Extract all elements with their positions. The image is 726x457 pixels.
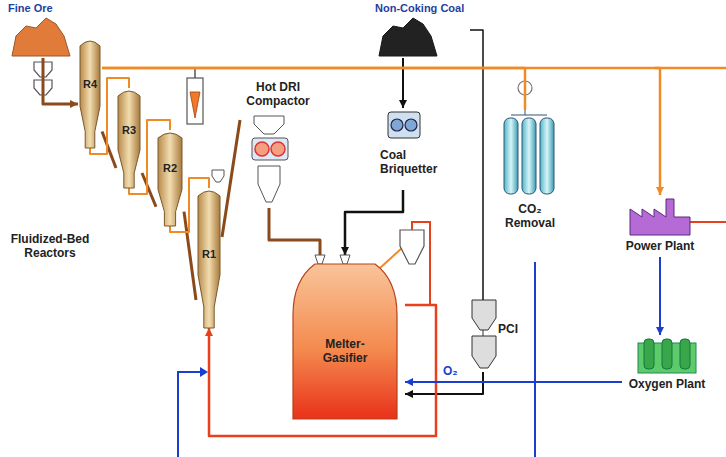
utility-flow — [659, 257, 661, 335]
gas-line — [534, 262, 536, 457]
unit-label: Power Plant — [612, 239, 708, 253]
roller — [255, 142, 269, 156]
dri-flow — [222, 120, 240, 237]
node-shape — [498, 110, 562, 260]
reactor-vessel — [118, 91, 140, 188]
material-label: Non-Coking Coal — [375, 2, 470, 15]
absorber-tank — [522, 118, 536, 194]
feeder — [315, 255, 325, 264]
unit-label: CO₂ Removal — [498, 202, 562, 231]
oxygen-flow — [405, 381, 622, 383]
material-pile — [379, 18, 437, 56]
gas-line — [178, 372, 200, 457]
arrow-head — [200, 367, 208, 377]
reactor-vessel — [80, 41, 100, 148]
material-pile — [12, 18, 70, 56]
ore-flow — [43, 58, 78, 104]
feeder — [340, 255, 350, 264]
reactor: R3 — [116, 88, 142, 188]
raw-material-pile: Non-Coking Coal — [375, 2, 470, 58]
reactor-label: R3 — [116, 124, 142, 137]
roller — [391, 119, 403, 131]
roller — [271, 142, 285, 156]
node-shape — [156, 130, 184, 226]
valve-body — [187, 78, 203, 124]
separator-column — [680, 339, 690, 369]
gas-line — [655, 67, 726, 70]
power-line — [690, 221, 726, 223]
reactor-hopper — [212, 170, 224, 182]
reactor: R1 — [196, 188, 222, 328]
unit-label: PCI — [498, 322, 520, 336]
unit-label: Oxygen Plant — [622, 377, 712, 391]
reactor: R2 — [156, 130, 184, 226]
separator-column — [662, 339, 672, 369]
header-pipe — [511, 110, 547, 115]
dri-flow — [269, 208, 320, 255]
flow-label: O₂ — [442, 364, 459, 378]
pipe — [483, 330, 484, 336]
oxygen-plant: Oxygen Plant — [622, 335, 712, 397]
raw-material-pile: Fine Ore — [8, 2, 78, 58]
unit-label: Coal Briquetter — [380, 148, 458, 177]
roller-frame — [252, 138, 288, 160]
hopper — [254, 116, 284, 134]
separator-column — [644, 339, 654, 369]
injection-hopper — [472, 300, 496, 330]
ore-flow — [142, 173, 156, 207]
coal-flow — [402, 58, 404, 108]
unit-label: Hot DRI Compactor — [240, 80, 316, 109]
valve-stem — [194, 68, 196, 78]
absorber-tank — [540, 118, 554, 194]
valve-symbol — [190, 92, 200, 118]
ore-flow — [102, 132, 116, 169]
gas-line — [380, 248, 402, 268]
injection-hopper — [472, 336, 496, 368]
offgas-flow — [102, 68, 525, 110]
coal-flow — [345, 190, 403, 255]
group-label: Fluidized-Bed Reactors — [2, 232, 98, 261]
hopper — [258, 166, 280, 202]
reactor-vessel — [158, 133, 182, 226]
absorber-tank — [504, 118, 518, 194]
reactor-label: R2 — [156, 162, 184, 175]
melter-vessel — [293, 264, 397, 419]
power-plant: Power Plant — [612, 195, 708, 257]
offgas-flow — [102, 68, 660, 195]
material-label: Fine Ore — [8, 2, 78, 15]
power-plant-icon — [630, 199, 690, 235]
unit-label: Melter-Gasifier — [307, 337, 383, 366]
gas-line — [412, 222, 430, 305]
coal-flow — [470, 30, 483, 300]
reactor-label: R4 — [78, 78, 102, 91]
roller-frame — [388, 112, 420, 138]
reactor-label: R1 — [196, 248, 222, 261]
node-shape — [78, 38, 102, 148]
pci-unit: PCI — [470, 300, 520, 372]
compactor-unit: Hot DRI Compactor — [240, 80, 316, 208]
reactor: R4 — [78, 38, 102, 148]
roller — [405, 119, 417, 131]
briquetter-unit: Coal Briquetter — [380, 108, 458, 190]
cyclone-symbol — [400, 230, 424, 264]
co2-removal-unit: CO₂ Removal — [498, 110, 562, 260]
melter-gasifier: Melter-Gasifier — [285, 255, 405, 422]
node-shape — [116, 88, 142, 188]
